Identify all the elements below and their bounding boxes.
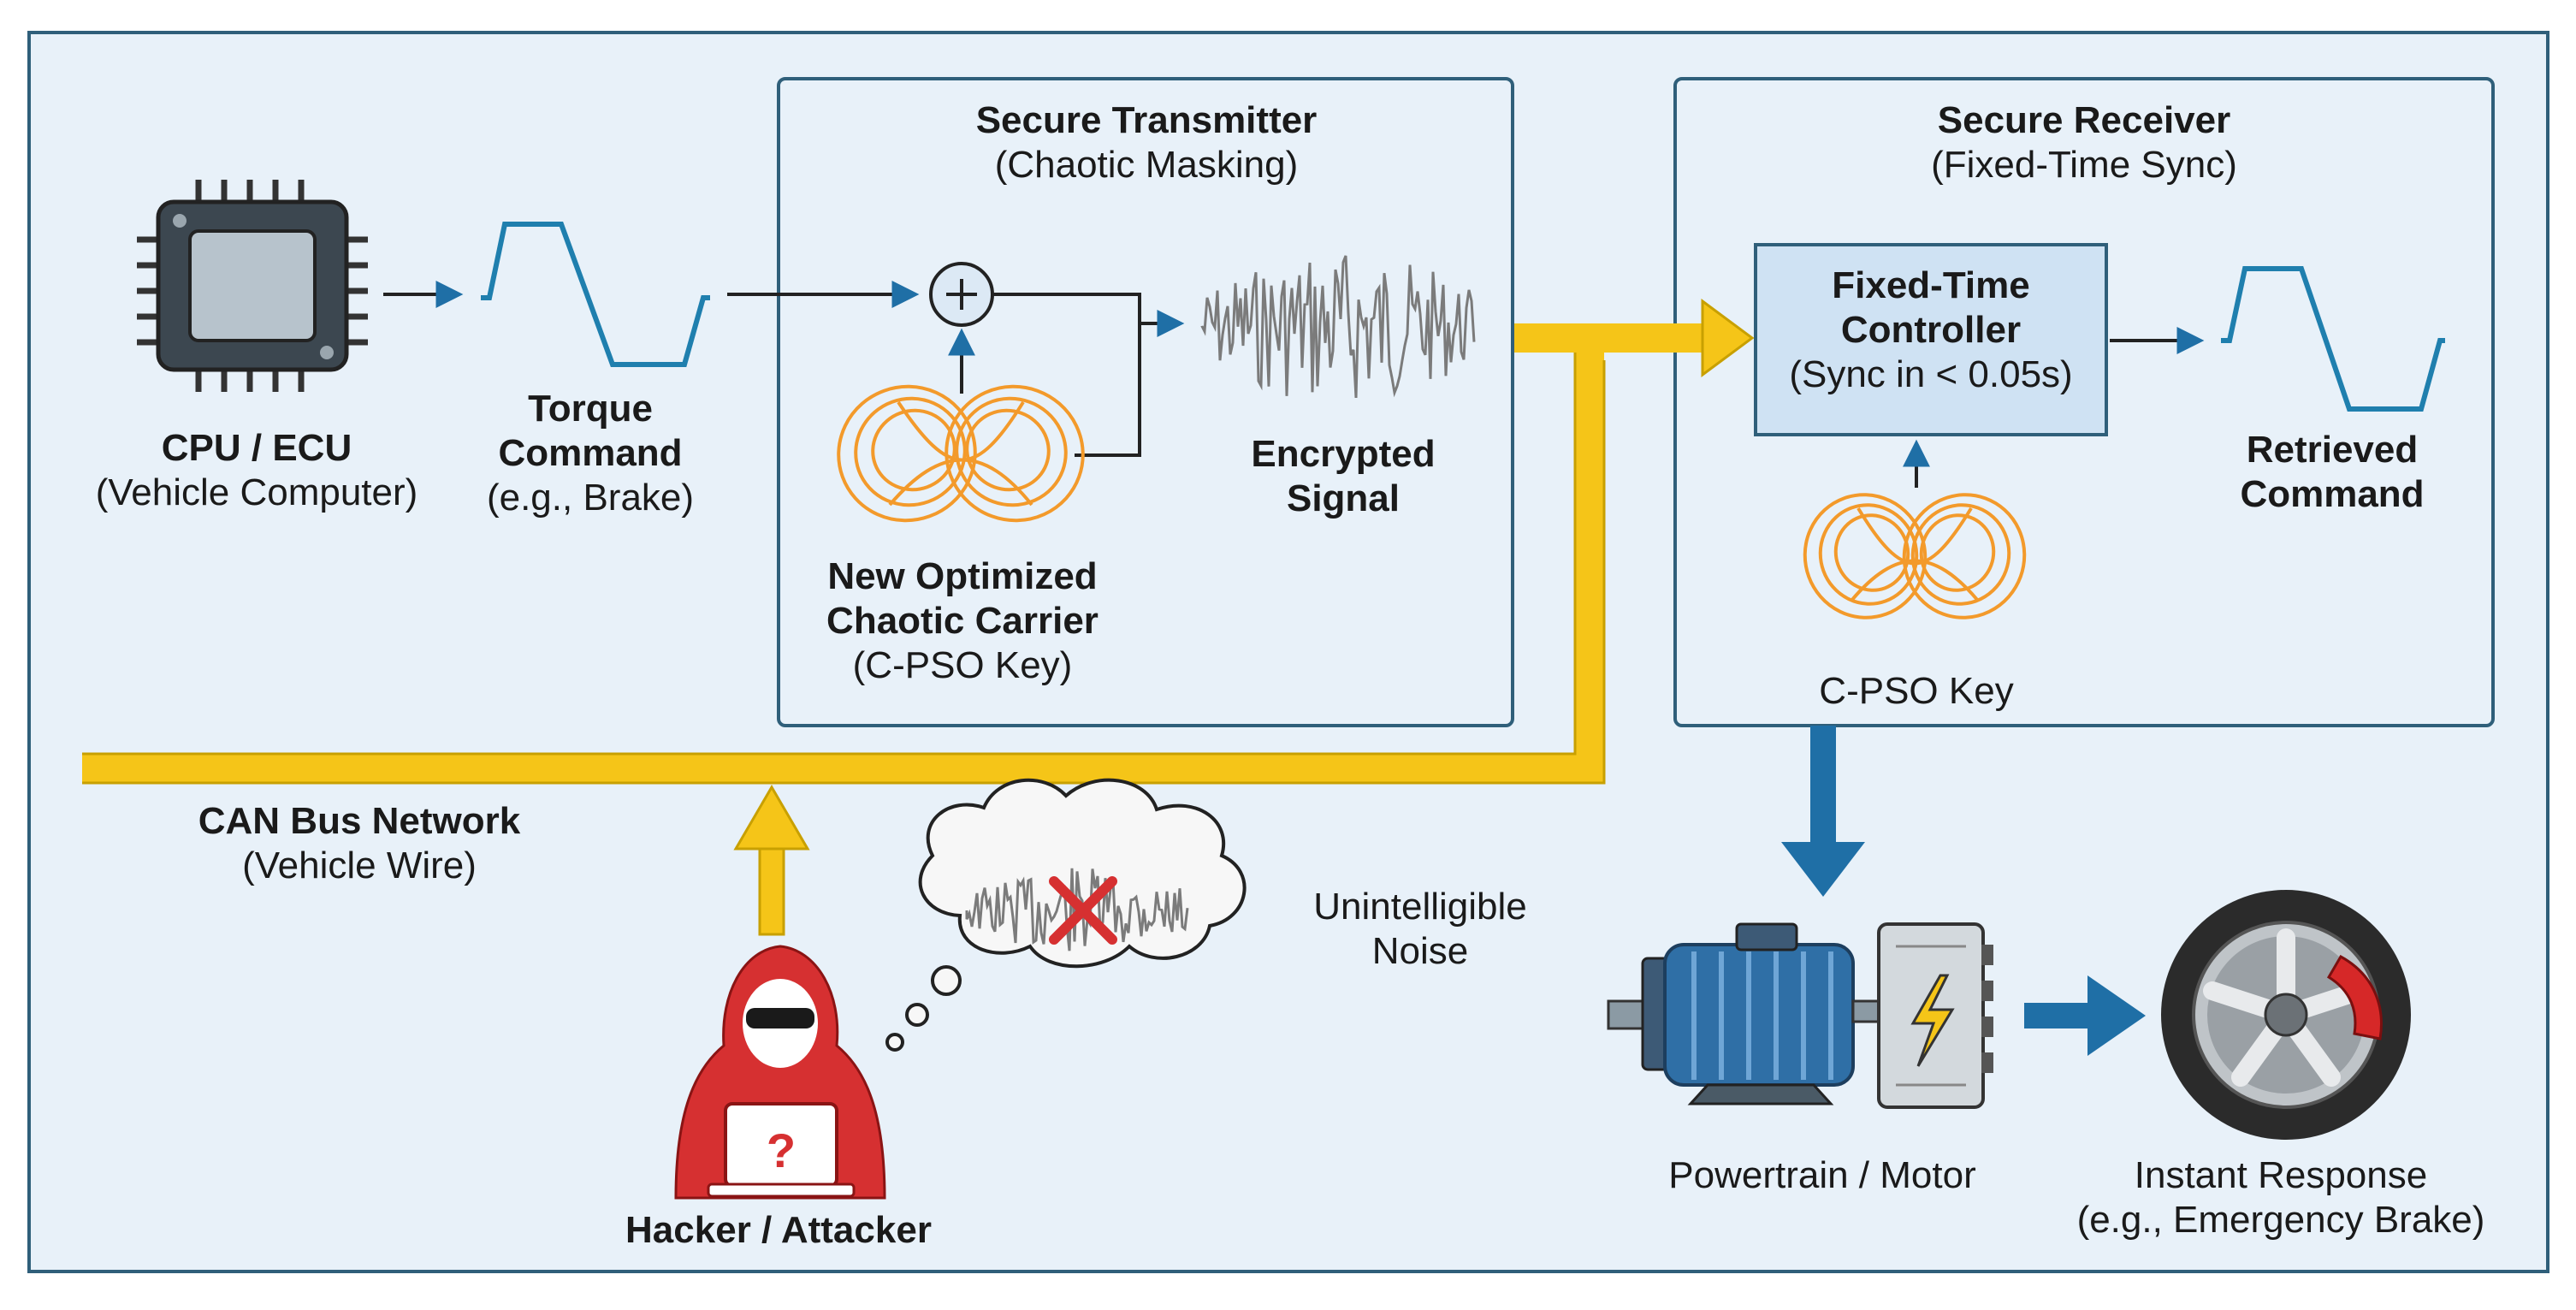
- can-bus-outline-top: [82, 346, 1577, 756]
- transmitter-subtitle: (Chaotic Masking): [994, 143, 1299, 186]
- controller-label: Fixed-Time Controller (Sync in < 0.05s): [1756, 264, 2106, 397]
- controller-sub: (Sync in < 0.05s): [1789, 353, 2073, 395]
- powertrain-text: Powertrain / Motor: [1668, 1154, 1976, 1196]
- laptop-question-mark: ?: [767, 1123, 796, 1177]
- encrypted-line1: Encrypted: [1251, 433, 1436, 475]
- motor-icon: [1607, 922, 1886, 1105]
- torque-subtitle: (e.g., Brake): [486, 476, 695, 519]
- powertrain-label: Powertrain / Motor: [1608, 1153, 2036, 1198]
- receiver-attractor-icon: [1803, 493, 2027, 619]
- wheel-brake-icon: [2161, 890, 2411, 1140]
- hacker-tap-shaft: [758, 845, 785, 936]
- can-bus-feed-arrowhead: [1701, 299, 1755, 377]
- inverter-icon: [1877, 922, 1993, 1109]
- response-line1: Instant Response: [2134, 1154, 2428, 1196]
- carrier-line1: New Optimized: [827, 555, 1098, 597]
- response-line2: (e.g., Emergency Brake): [2076, 1198, 2485, 1241]
- thought-line1: Unintelligible: [1313, 886, 1527, 928]
- controller-line1: Fixed-Time: [1832, 264, 2030, 306]
- can-bus-subtitle: (Vehicle Wire): [242, 844, 477, 886]
- transmitter-heading: Secure Transmitter (Chaotic Masking): [907, 98, 1386, 187]
- response-label: Instant Response (e.g., Emergency Brake): [2041, 1153, 2520, 1242]
- fixed-time-controller-box: [1754, 243, 2108, 436]
- adder-output-path: [992, 293, 1141, 457]
- powertrain-to-brake-head: [2087, 975, 2146, 1056]
- diagram-frame: [27, 31, 2549, 1273]
- torque-line2: Command: [498, 431, 683, 474]
- hacker-tap-arrowhead: [733, 785, 810, 851]
- retrieved-line2: Command: [2240, 472, 2425, 515]
- receiver-key-label: C-PSO Key: [1780, 669, 2053, 714]
- can-bus-outline-bottom: [82, 360, 1606, 785]
- thought-line2: Noise: [1371, 929, 1469, 972]
- transmitter-title: Secure Transmitter: [975, 99, 1318, 141]
- receiver-key-text: C-PSO Key: [1819, 670, 2014, 712]
- receiver-title: Secure Receiver: [1937, 99, 2231, 141]
- receiver-heading: Secure Receiver (Fixed-Time Sync): [1845, 98, 2324, 187]
- encrypted-label: Encrypted Signal: [1189, 432, 1497, 521]
- torque-waveform: [481, 222, 710, 367]
- hacker-text: Hacker / Attacker: [625, 1209, 932, 1251]
- retrieved-label: Retrieved Command: [2187, 428, 2478, 517]
- carrier-line2: Chaotic Carrier: [826, 599, 1099, 642]
- carrier-label: New Optimized Chaotic Carrier (C-PSO Key…: [761, 554, 1164, 688]
- hacker-label: Hacker / Attacker: [548, 1208, 1010, 1253]
- cpu-title: CPU / ECU: [161, 427, 352, 469]
- can-bus-label: CAN Bus Network (Vehicle Wire): [137, 799, 582, 888]
- can-bus-line: [82, 346, 1604, 783]
- can-bus-title: CAN Bus Network: [198, 800, 521, 842]
- controller-line2: Controller: [1840, 308, 2022, 351]
- cpu-label: CPU / ECU (Vehicle Computer): [60, 426, 453, 515]
- encrypted-signal-waveform: [1200, 255, 1476, 398]
- receiver-subtitle: (Fixed-Time Sync): [1931, 143, 2237, 186]
- thought-label: Unintelligible Noise: [1258, 885, 1583, 974]
- encrypted-line2: Signal: [1286, 477, 1401, 519]
- secure-transmitter-box: [777, 77, 1514, 727]
- torque-label: Torque Command (e.g., Brake): [445, 387, 736, 520]
- retrieved-line1: Retrieved: [2246, 429, 2419, 471]
- secure-receiver-box: [1673, 77, 2495, 727]
- receiver-to-powertrain-head: [1781, 842, 1865, 897]
- retrieved-waveform: [2221, 266, 2445, 412]
- cpu-subtitle: (Vehicle Computer): [95, 471, 418, 513]
- torque-line1: Torque: [528, 388, 653, 430]
- carrier-sub: (C-PSO Key): [852, 643, 1073, 686]
- receiver-to-powertrain-shaft: [1810, 726, 1836, 845]
- cpu-chip-icon: [137, 180, 368, 392]
- powertrain-to-brake-shaft: [2024, 1003, 2091, 1028]
- transmitter-attractor-icon: [837, 384, 1085, 523]
- x-mark-icon: [1049, 876, 1117, 945]
- hacker-icon: ?: [674, 945, 886, 1200]
